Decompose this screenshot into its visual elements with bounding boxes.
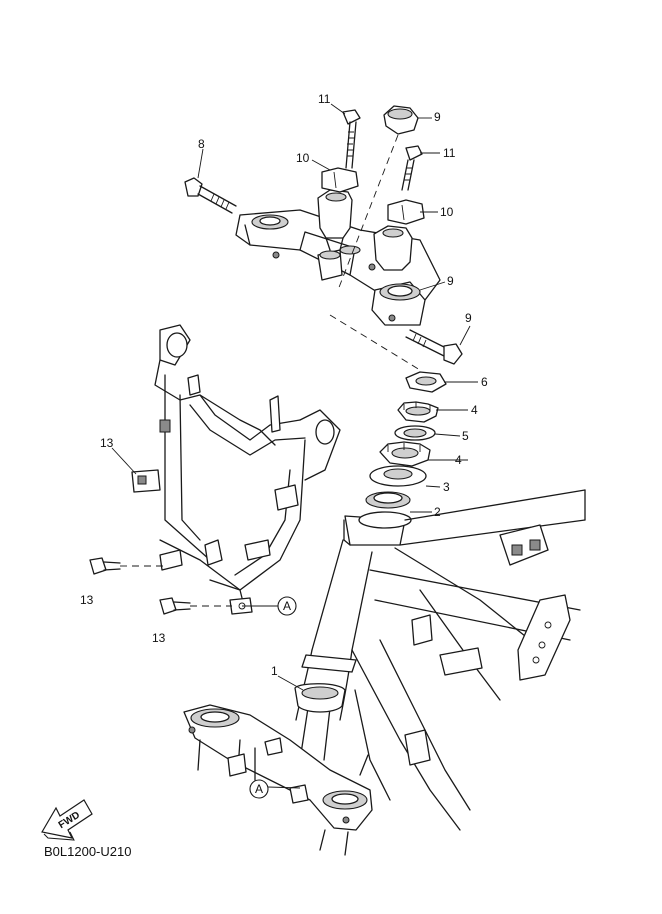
bolt-11-left [342, 109, 361, 169]
callout-7: 9 [447, 274, 454, 288]
callout-4-lower: 4 [455, 453, 462, 467]
forward-arrow-icon: FWD [41, 799, 93, 841]
callout-5: 5 [462, 429, 469, 443]
bolt-11-right [401, 145, 423, 191]
lower-bracket-stem [183, 683, 373, 856]
callout-11-right: 11 [443, 146, 456, 160]
dust-seal-3 [369, 465, 427, 487]
callout-9-upper: 8 [198, 137, 205, 151]
pinch-bolt-9-upper [184, 177, 237, 214]
upper-bracket [235, 209, 441, 326]
motorcycle-frame [295, 489, 586, 831]
stem-axis-line-lower [329, 314, 421, 371]
callout-6: 6 [481, 375, 488, 389]
ring-nut-4-upper [397, 401, 439, 423]
callout-3: 3 [443, 480, 450, 494]
washer-5 [394, 425, 436, 441]
callout-9-lower: 9 [465, 311, 472, 325]
washer-6 [405, 371, 447, 393]
callout-13-lower: 13 [152, 631, 166, 645]
callout-11-upper-left: 11 [318, 92, 331, 106]
ring-nut-4-lower [379, 441, 431, 467]
callout-12: 13 [100, 436, 114, 450]
callout-10-right: 10 [440, 205, 454, 219]
reference-marker-a-lower: A [249, 779, 269, 799]
reference-letter: A [283, 599, 291, 613]
callout-4-upper: 4 [471, 403, 478, 417]
bolt-13-lower [159, 597, 232, 615]
diagram-code: B0L1200-U210 [44, 844, 131, 859]
stem-axis-line [337, 134, 399, 291]
callout-1: 1 [271, 664, 278, 678]
bearing-2 [365, 491, 411, 509]
handlebar-holder-upper-right [387, 199, 425, 225]
callout-10-left: 10 [296, 151, 310, 165]
callout-8: 9 [434, 110, 441, 124]
callout-leaders [111, 103, 478, 789]
handlebar-holder-upper-left [321, 167, 359, 193]
reference-letter: A [255, 782, 263, 796]
handlebar-holder-lower [317, 189, 353, 251]
pinch-bolt-9-lower [405, 329, 463, 365]
reference-marker-a-upper: A [277, 596, 297, 616]
bolt-13-upper [89, 557, 168, 575]
meter-bracket-12 [131, 324, 341, 615]
steering-stem-nut [383, 105, 419, 135]
callout-13-upper: 13 [80, 593, 94, 607]
handlebar-holder-right [373, 225, 413, 271]
callout-2: 2 [434, 505, 441, 519]
